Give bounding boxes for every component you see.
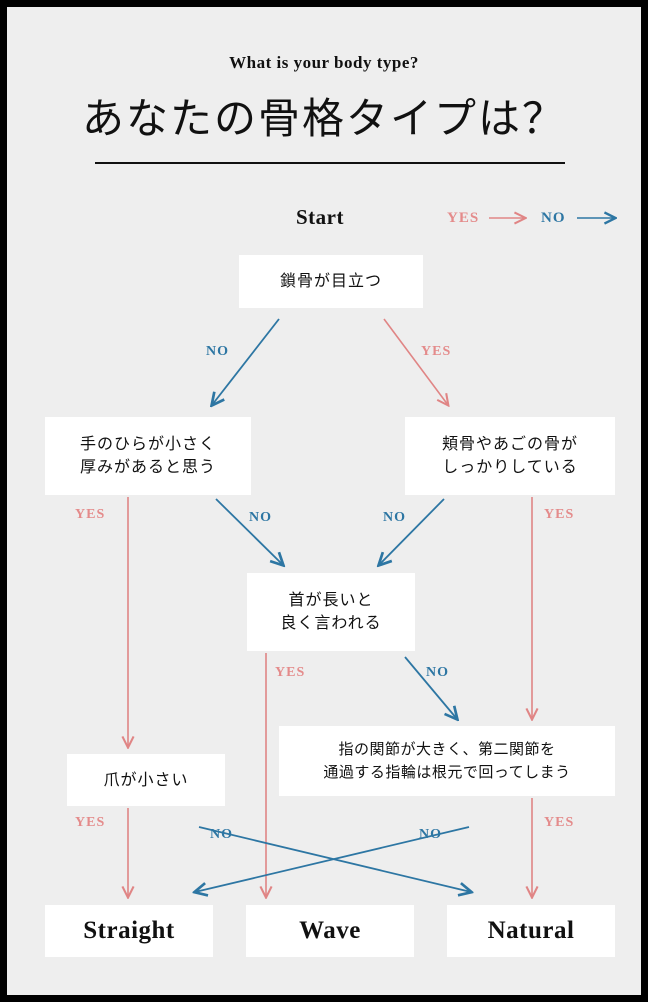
edge-label-q4-no: NO xyxy=(426,665,449,680)
edge-label-q4-yes: YES xyxy=(275,665,306,680)
result-node-straight[interactable]: Straight xyxy=(45,905,213,957)
edge-label-q5-no: NO xyxy=(210,827,233,842)
flow-connectors xyxy=(7,7,648,1002)
question-node-nails[interactable]: 爪が小さい xyxy=(67,754,225,806)
edge-label-q2-no: NO xyxy=(249,510,272,525)
start-label: Start xyxy=(296,205,344,229)
edge-label-q2-yes: YES xyxy=(75,507,106,522)
edge-label-q6-no: NO xyxy=(419,827,442,842)
question-node-neck[interactable]: 首が長いと 良く言われる xyxy=(247,573,415,651)
question-line-2: 通過する指輪は根元で回ってしまう xyxy=(323,763,571,781)
legend-yes-label: YES xyxy=(447,210,480,226)
question-node-palm[interactable]: 手のひらが小さく 厚みがあると思う xyxy=(45,417,251,495)
edge-label-q6-yes: YES xyxy=(544,815,575,830)
question-line-2: 良く言われる xyxy=(280,613,382,632)
edge-q1-yes xyxy=(383,318,448,405)
result-label: Natural xyxy=(487,917,575,945)
edge-label-q3-no: NO xyxy=(383,510,406,525)
edge-label-q1-yes: YES xyxy=(421,344,452,359)
result-node-natural[interactable]: Natural xyxy=(447,905,615,957)
result-label: Straight xyxy=(83,917,175,945)
question-line-1: 指の関節が大きく、第二関節を xyxy=(338,740,556,759)
question-line-1: 爪が小さい xyxy=(103,769,189,789)
question-line-1: 鎖骨が目立つ xyxy=(279,271,382,291)
result-label: Wave xyxy=(299,917,361,945)
edge-label-q1-no: NO xyxy=(206,344,229,359)
question-line-1: 頬骨やあごの骨が xyxy=(441,434,578,454)
edge-q1-no xyxy=(212,318,280,405)
title-divider xyxy=(95,162,565,164)
page-subtitle: What is your body type? xyxy=(229,53,419,72)
question-line-1: 手のひらが小さく xyxy=(79,434,216,454)
edge-label-q3-yes: YES xyxy=(544,507,575,522)
question-node-knuckles[interactable]: 指の関節が大きく、第二関節を 通過する指輪は根元で回ってしまう xyxy=(279,726,615,796)
question-node-cheekbone[interactable]: 頬骨やあごの骨が しっかりしている xyxy=(405,417,615,495)
question-line-1: 首が長いと xyxy=(288,590,374,610)
result-node-wave[interactable]: Wave xyxy=(246,905,414,957)
legend-no-label: NO xyxy=(541,210,566,226)
question-line-2: 厚みがあると思う xyxy=(79,457,216,476)
page-title: あなたの骨格タイプは？ xyxy=(81,94,566,143)
edge-q3-no xyxy=(379,498,445,565)
edge-label-q5-yes: YES xyxy=(75,815,106,830)
question-line-2: しっかりしている xyxy=(442,457,578,476)
question-node-collarbone[interactable]: 鎖骨が目立つ xyxy=(239,255,423,308)
edge-q2-no xyxy=(215,498,283,565)
